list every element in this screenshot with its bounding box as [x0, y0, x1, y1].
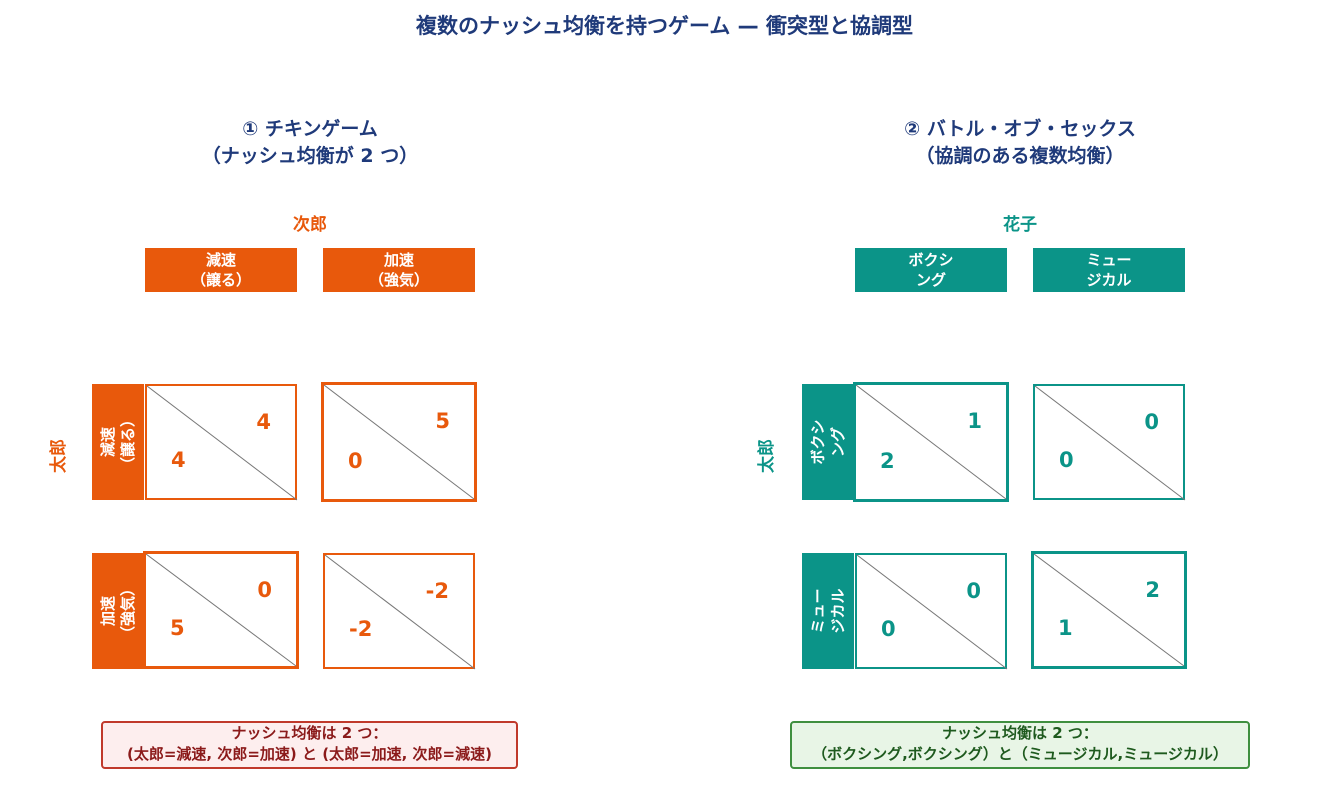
game2-col-header-1: ボクシング: [855, 248, 1007, 292]
game2-row-header-2-line2: ジカル: [829, 588, 847, 634]
game2-payoff-col: 2: [1145, 578, 1160, 602]
game1-payoff-col: 5: [435, 409, 450, 433]
game2-row-player: 太郎: [757, 439, 777, 473]
game1-row-header-2-line2: （強気）: [119, 580, 137, 642]
game2-row-header-1-line2: ング: [829, 426, 847, 458]
diagonal-line: [857, 555, 1008, 670]
game1-title: ① チキンゲーム （ナッシュ均衡が 2 つ）: [110, 116, 510, 170]
game2-payoff-row: 0: [881, 617, 896, 641]
game2-column-player: 花子: [1003, 215, 1037, 235]
diagonal-line: [147, 386, 298, 501]
game2-col-header-2: ミュージカル: [1033, 248, 1185, 292]
diagonal-line: [856, 385, 1007, 500]
game2-row-header-1: ボクシング: [802, 384, 854, 500]
game1-payoff-row: -2: [349, 617, 373, 641]
game2-payoff-row: 0: [1059, 448, 1074, 472]
game2-cell-r2c2: 2 1: [1031, 551, 1187, 669]
game1-row-header-2-line1: 加速: [99, 595, 117, 627]
game1-cell-r1c1: 4 4: [145, 384, 298, 501]
game2-payoff-row: 2: [880, 449, 895, 473]
game1-equilibrium-note: ナッシュ均衡は 2 つ： (太郎=減速, 次郎=加速) と (太郎=加速, 次郎…: [101, 721, 518, 769]
game2-payoff-col: 0: [966, 579, 981, 603]
game1-cell-r1c2: 5 0: [321, 382, 477, 502]
game1-payoff-row: 5: [170, 616, 185, 640]
game2-row-header-2: ミュージカル: [802, 553, 854, 669]
game1-col-header-1-line2: （譲る）: [190, 271, 251, 289]
game1-note-line1: ナッシュ均衡は 2 つ：: [231, 724, 388, 742]
game1-title-line2: （ナッシュ均衡が 2 つ）: [201, 145, 419, 167]
game2-cell-r1c1: 1 2: [853, 382, 1009, 502]
game1-title-line1: ① チキンゲーム: [242, 118, 378, 140]
diagonal-line: [1034, 554, 1185, 667]
game2-col-header-1-line1: ボクシ: [908, 251, 954, 269]
game2-payoff-col: 1: [967, 409, 982, 433]
diagonal-line: [1035, 386, 1186, 501]
game2-note-line2: （ボクシング,ボクシング）と（ミュージカル,ミュージカル）: [812, 745, 1228, 763]
game1-cell-r2c2: -2 -2: [323, 553, 476, 670]
diagonal-line: [325, 555, 476, 670]
game1-col-header-2-line1: 加速: [383, 251, 414, 269]
game2-col-header-2-line2: ジカル: [1086, 271, 1132, 289]
game2-row-header-2-line1: ミュー: [809, 588, 827, 634]
game1-cell-r2c1: 0 5: [143, 551, 299, 669]
game1-payoff-col: -2: [425, 579, 449, 603]
game1-column-player: 次郎: [293, 215, 327, 235]
game2-row-header-1-line1: ボクシ: [809, 419, 827, 465]
game2-equilibrium-note: ナッシュ均衡は 2 つ： （ボクシング,ボクシング）と（ミュージカル,ミュージカ…: [790, 721, 1250, 769]
game2-col-header-1-line2: ング: [915, 271, 946, 289]
game2-title-line2: （協調のある複数均衡）: [915, 145, 1125, 167]
page-title: 複数のナッシュ均衡を持つゲーム — 衝突型と協調型: [416, 14, 913, 38]
game1-col-header-2-line2: （強気）: [368, 271, 429, 289]
diagonal-line: [324, 385, 475, 500]
game1-row-header-2: 加速（強気）: [92, 553, 144, 669]
game1-payoff-col: 4: [256, 410, 271, 434]
diagonal-line: [146, 554, 297, 667]
game1-note-line2: (太郎=減速, 次郎=加速) と (太郎=加速, 次郎=減速): [127, 745, 492, 763]
game1-row-header-1-line2: （譲る）: [119, 411, 137, 473]
game2-cell-r2c1: 0 0: [855, 553, 1008, 670]
game1-payoff-col: 0: [257, 578, 272, 602]
game2-cell-r1c2: 0 0: [1033, 384, 1186, 501]
game1-col-header-1-line1: 減速: [205, 251, 236, 269]
game1-payoff-row: 0: [348, 449, 363, 473]
game2-title-line1: ② バトル・オブ・セックス: [904, 118, 1136, 140]
game2-title: ② バトル・オブ・セックス （協調のある複数均衡）: [820, 116, 1220, 170]
game2-payoff-col: 0: [1144, 410, 1159, 434]
game2-col-header-2-line1: ミュー: [1086, 251, 1132, 269]
game1-payoff-row: 4: [171, 448, 186, 472]
game1-row-player: 太郎: [49, 439, 69, 473]
game2-note-line1: ナッシュ均衡は 2 つ：: [942, 724, 1098, 742]
game2-payoff-row: 1: [1058, 616, 1073, 640]
game1-col-header-1: 減速 （譲る）: [145, 248, 297, 292]
game1-col-header-2: 加速 （強気）: [323, 248, 475, 292]
game1-row-header-1-line1: 減速: [99, 426, 117, 458]
game1-row-header-1: 減速（譲る）: [92, 384, 144, 500]
